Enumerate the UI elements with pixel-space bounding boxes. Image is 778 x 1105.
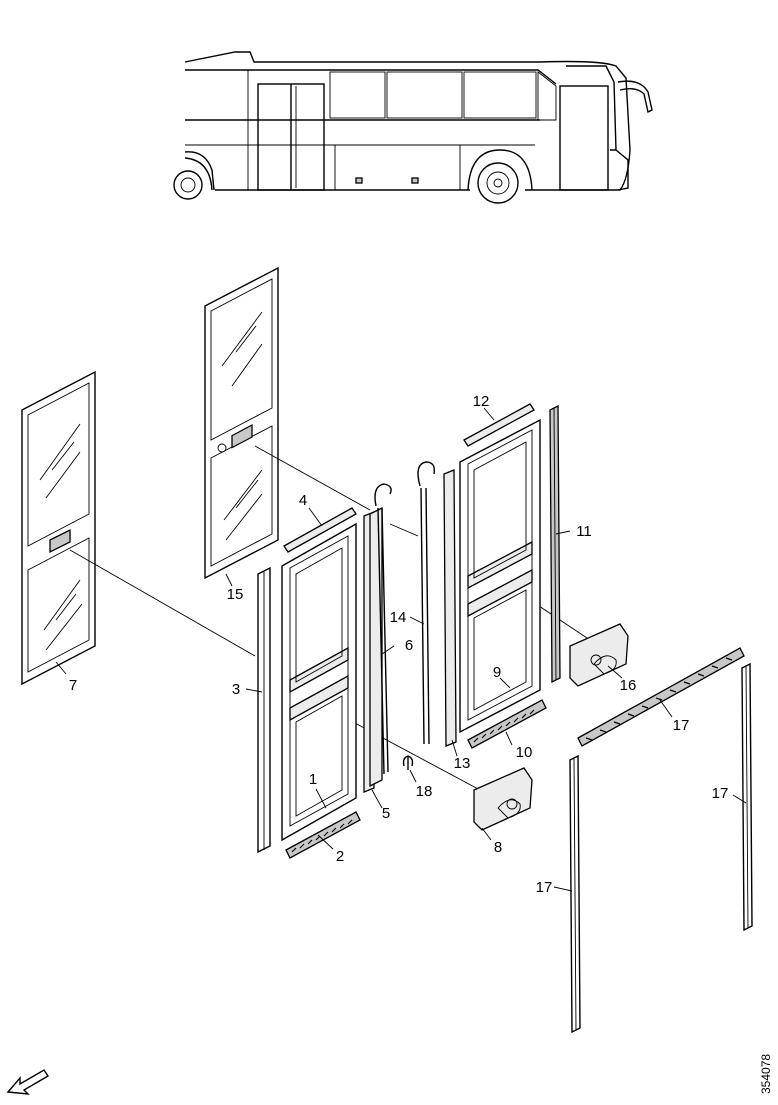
callout-13: 13 — [454, 755, 471, 772]
leader-lines — [55, 407, 747, 892]
drawing-number: 354078 — [759, 1054, 773, 1094]
callout-16: 16 — [620, 677, 637, 694]
callout-5: 5 — [382, 805, 390, 822]
door-leaf-part-15 — [204, 266, 279, 580]
bottom-rubber-part-10 — [467, 699, 547, 749]
callout-12: 12 — [473, 393, 490, 410]
callout-labels: 1 2 3 4 5 6 7 8 9 10 11 12 13 14 15 16 1… — [69, 393, 729, 896]
top-profile-part-4 — [283, 507, 357, 553]
callout-1: 1 — [309, 771, 317, 788]
callout-6: 6 — [405, 637, 413, 654]
door-frame-part-1 — [281, 522, 357, 842]
callout-2: 2 — [336, 848, 344, 865]
hinge-rod-part-6 — [374, 483, 392, 775]
callout-18: 18 — [416, 783, 433, 800]
callout-14: 14 — [390, 609, 407, 626]
vertical-seal-part-3 — [257, 566, 271, 854]
bottom-rubber-part-2 — [285, 811, 361, 859]
clip-part-18 — [402, 755, 414, 770]
seal-part-17-left — [569, 754, 581, 1034]
arrow-icon — [6, 1069, 49, 1095]
callout-11: 11 — [576, 523, 592, 540]
callout-9: 9 — [493, 664, 501, 681]
callout-17-a: 17 — [673, 717, 690, 734]
top-profile-part-12 — [463, 403, 535, 447]
door-leaf-part-7 — [21, 370, 96, 686]
callout-17-b: 17 — [712, 785, 729, 802]
door-mechanism-part-8 — [473, 767, 533, 831]
callout-4: 4 — [299, 492, 307, 509]
callout-8: 8 — [494, 839, 502, 856]
hinge-rod-part-14 — [417, 461, 436, 745]
vertical-seal-part-11 — [549, 404, 561, 684]
callout-17-c: 17 — [536, 879, 553, 896]
callout-10: 10 — [516, 744, 533, 761]
door-frame-part-9 — [459, 418, 541, 734]
door-mechanism-part-16 — [569, 623, 629, 687]
callout-3: 3 — [232, 681, 240, 698]
seal-part-17-horizontal — [577, 647, 745, 747]
vertical-profile-part-13 — [443, 469, 457, 747]
seal-part-17-right — [741, 662, 753, 932]
callout-15: 15 — [227, 586, 244, 603]
bus-overview — [173, 51, 653, 204]
callout-7: 7 — [69, 677, 77, 694]
